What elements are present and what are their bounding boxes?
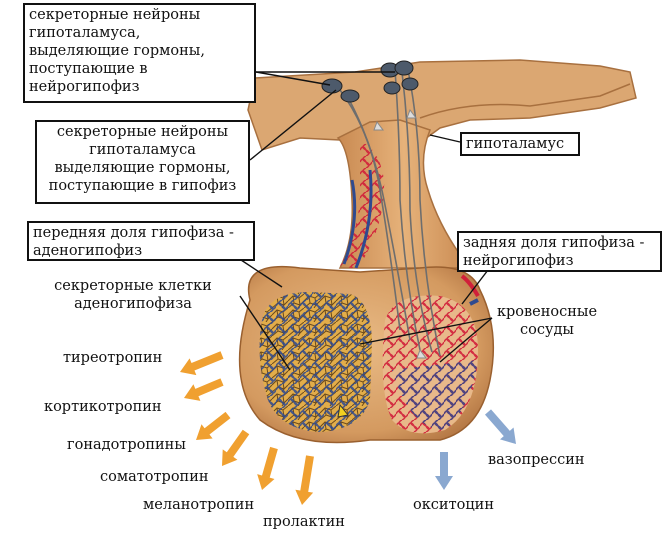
box-mid-line-2: гипоталамуса [89, 142, 196, 158]
label-box-neurons-to-neurohypophysis: секреторные нейроны гипоталамуса, выделя… [23, 3, 256, 103]
arrow-thyrotropin [180, 351, 224, 376]
hormone-gonadotropins: гонадотропины [67, 437, 186, 453]
secretory-cells-line-1: секреторные клетки [54, 278, 212, 294]
box-top-line-1: секреторные нейроны [29, 7, 201, 23]
arrow-melanotropin [257, 446, 278, 490]
posterior-line-1: задняя доля гипофиза - [463, 235, 645, 251]
hormone-thyrotropin: тиреотропин [63, 350, 163, 366]
neuron-bodies [321, 60, 419, 103]
box-top-line-3: выделяющие гормоны, [29, 43, 205, 59]
label-box-hypothalamus: гипоталамус [460, 132, 580, 156]
secretory-cells-label: секреторные клетки аденогипофиза [28, 277, 238, 313]
hypothalamus-label: гипоталамус [466, 136, 565, 152]
pointer-lines [237, 71, 493, 371]
hormone-vasopressin: вазопрессин [488, 452, 585, 468]
hormone-oxytocin: окситоцин [413, 497, 494, 513]
arrow-vasopressin [484, 409, 516, 444]
vessels-line-2: сосуды [520, 322, 574, 338]
box-mid-line-3: выделяющие гормоны, [54, 160, 231, 176]
portal-vessels [340, 140, 385, 268]
hormone-corticotropin: кортикотропин [44, 399, 162, 415]
arrow-oxytocin [435, 452, 453, 490]
blood-vessels-label: кровеносные сосуды [492, 303, 602, 339]
hormone-melanotropin: меланотропин [143, 497, 255, 513]
posterior-line-2: нейрогипофиз [463, 253, 574, 269]
label-box-posterior-lobe: задняя доля гипофиза - нейрогипофиз [457, 231, 662, 272]
anterior-hormone-arrows [180, 351, 314, 505]
hormone-somatotropin: соматотропин [100, 469, 209, 485]
arrow-corticotropin [184, 378, 224, 401]
secretory-cells-line-2: аденогипофиза [74, 296, 192, 312]
label-box-anterior-lobe: передняя доля гипофиза - аденогипофиз [27, 221, 255, 261]
arrow-prolactin [295, 455, 314, 505]
label-box-neurons-to-pituitary: секреторные нейроны гипоталамуса выделяю… [35, 120, 250, 204]
box-top-line-5: нейрогипофиз [29, 79, 140, 95]
neuron-axons [339, 69, 441, 357]
posterior-hormone-arrows [435, 409, 516, 490]
box-mid-line-1: секреторные нейроны [56, 124, 229, 140]
box-top-line-4: поступающие в [29, 61, 148, 77]
anterior-line-1: передняя доля гипофиза - [33, 225, 234, 241]
arrow-gonadotropins [196, 411, 231, 440]
vessels-line-1: кровеносные [496, 304, 598, 320]
box-top-line-2: гипоталамуса, [29, 25, 141, 41]
hormone-prolactin: пролактин [263, 514, 345, 530]
box-mid-line-4: поступающие в гипофиз [48, 178, 237, 194]
arrow-somatotropin [222, 429, 250, 466]
anterior-line-2: аденогипофиз [33, 243, 143, 259]
